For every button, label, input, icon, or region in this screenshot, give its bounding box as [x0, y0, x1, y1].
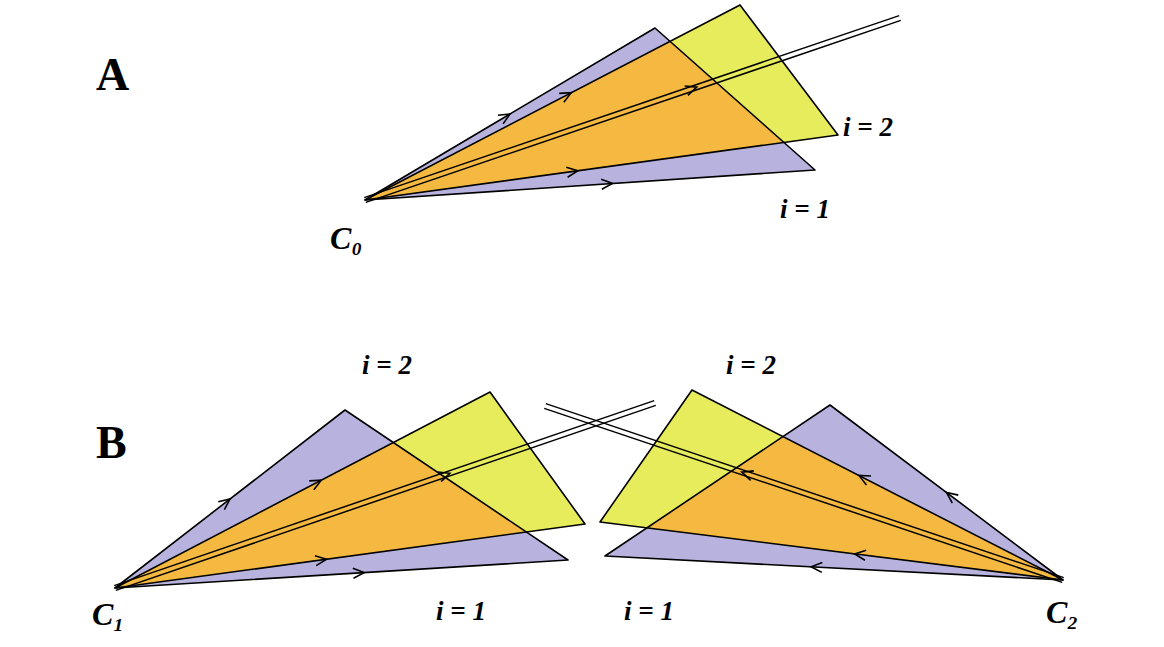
cone-overlap — [365, 5, 838, 200]
cone-overlap — [115, 392, 585, 588]
cone-i2 — [365, 5, 838, 200]
double-ray — [546, 404, 1064, 578]
index-label: i = 1 — [436, 598, 486, 625]
direction-arrow — [309, 480, 321, 490]
apex-label: C₁ — [92, 598, 125, 630]
direction-arrow — [855, 550, 867, 560]
direction-arrow — [315, 556, 327, 566]
double-ray — [366, 20, 901, 202]
direction-arrow — [559, 93, 571, 103]
double-ray — [114, 401, 654, 586]
cone-i2 — [115, 392, 585, 588]
cone-outline — [600, 390, 1063, 580]
double-ray — [364, 16, 899, 198]
index-label: i = 1 — [624, 598, 674, 625]
direction-arrow — [811, 562, 822, 572]
cone-overlap — [600, 390, 1063, 580]
direction-arrow — [353, 568, 364, 578]
panel-letter: A — [96, 52, 129, 98]
direction-arrow — [566, 167, 578, 177]
index-label: i = 2 — [726, 352, 776, 379]
index-label: i = 2 — [362, 352, 412, 379]
cone-outline — [365, 5, 838, 200]
cone-i2 — [600, 390, 1063, 580]
apex-label: C₀ — [330, 222, 363, 254]
direction-arrow — [601, 179, 612, 189]
double-ray — [544, 408, 1062, 582]
direction-arrow — [498, 114, 510, 124]
double-ray — [116, 405, 656, 590]
cone-outline — [115, 392, 585, 588]
direction-arrow — [947, 493, 959, 504]
direction-arrow — [742, 471, 754, 480]
index-label: i = 1 — [780, 196, 830, 223]
direction-arrow — [859, 476, 871, 485]
apex-label: C₂ — [1046, 596, 1079, 628]
direction-arrow — [685, 86, 697, 95]
index-label: i = 2 — [843, 114, 893, 141]
direction-arrow — [438, 472, 450, 481]
direction-arrow — [218, 499, 230, 510]
panel-letter: B — [96, 420, 127, 466]
